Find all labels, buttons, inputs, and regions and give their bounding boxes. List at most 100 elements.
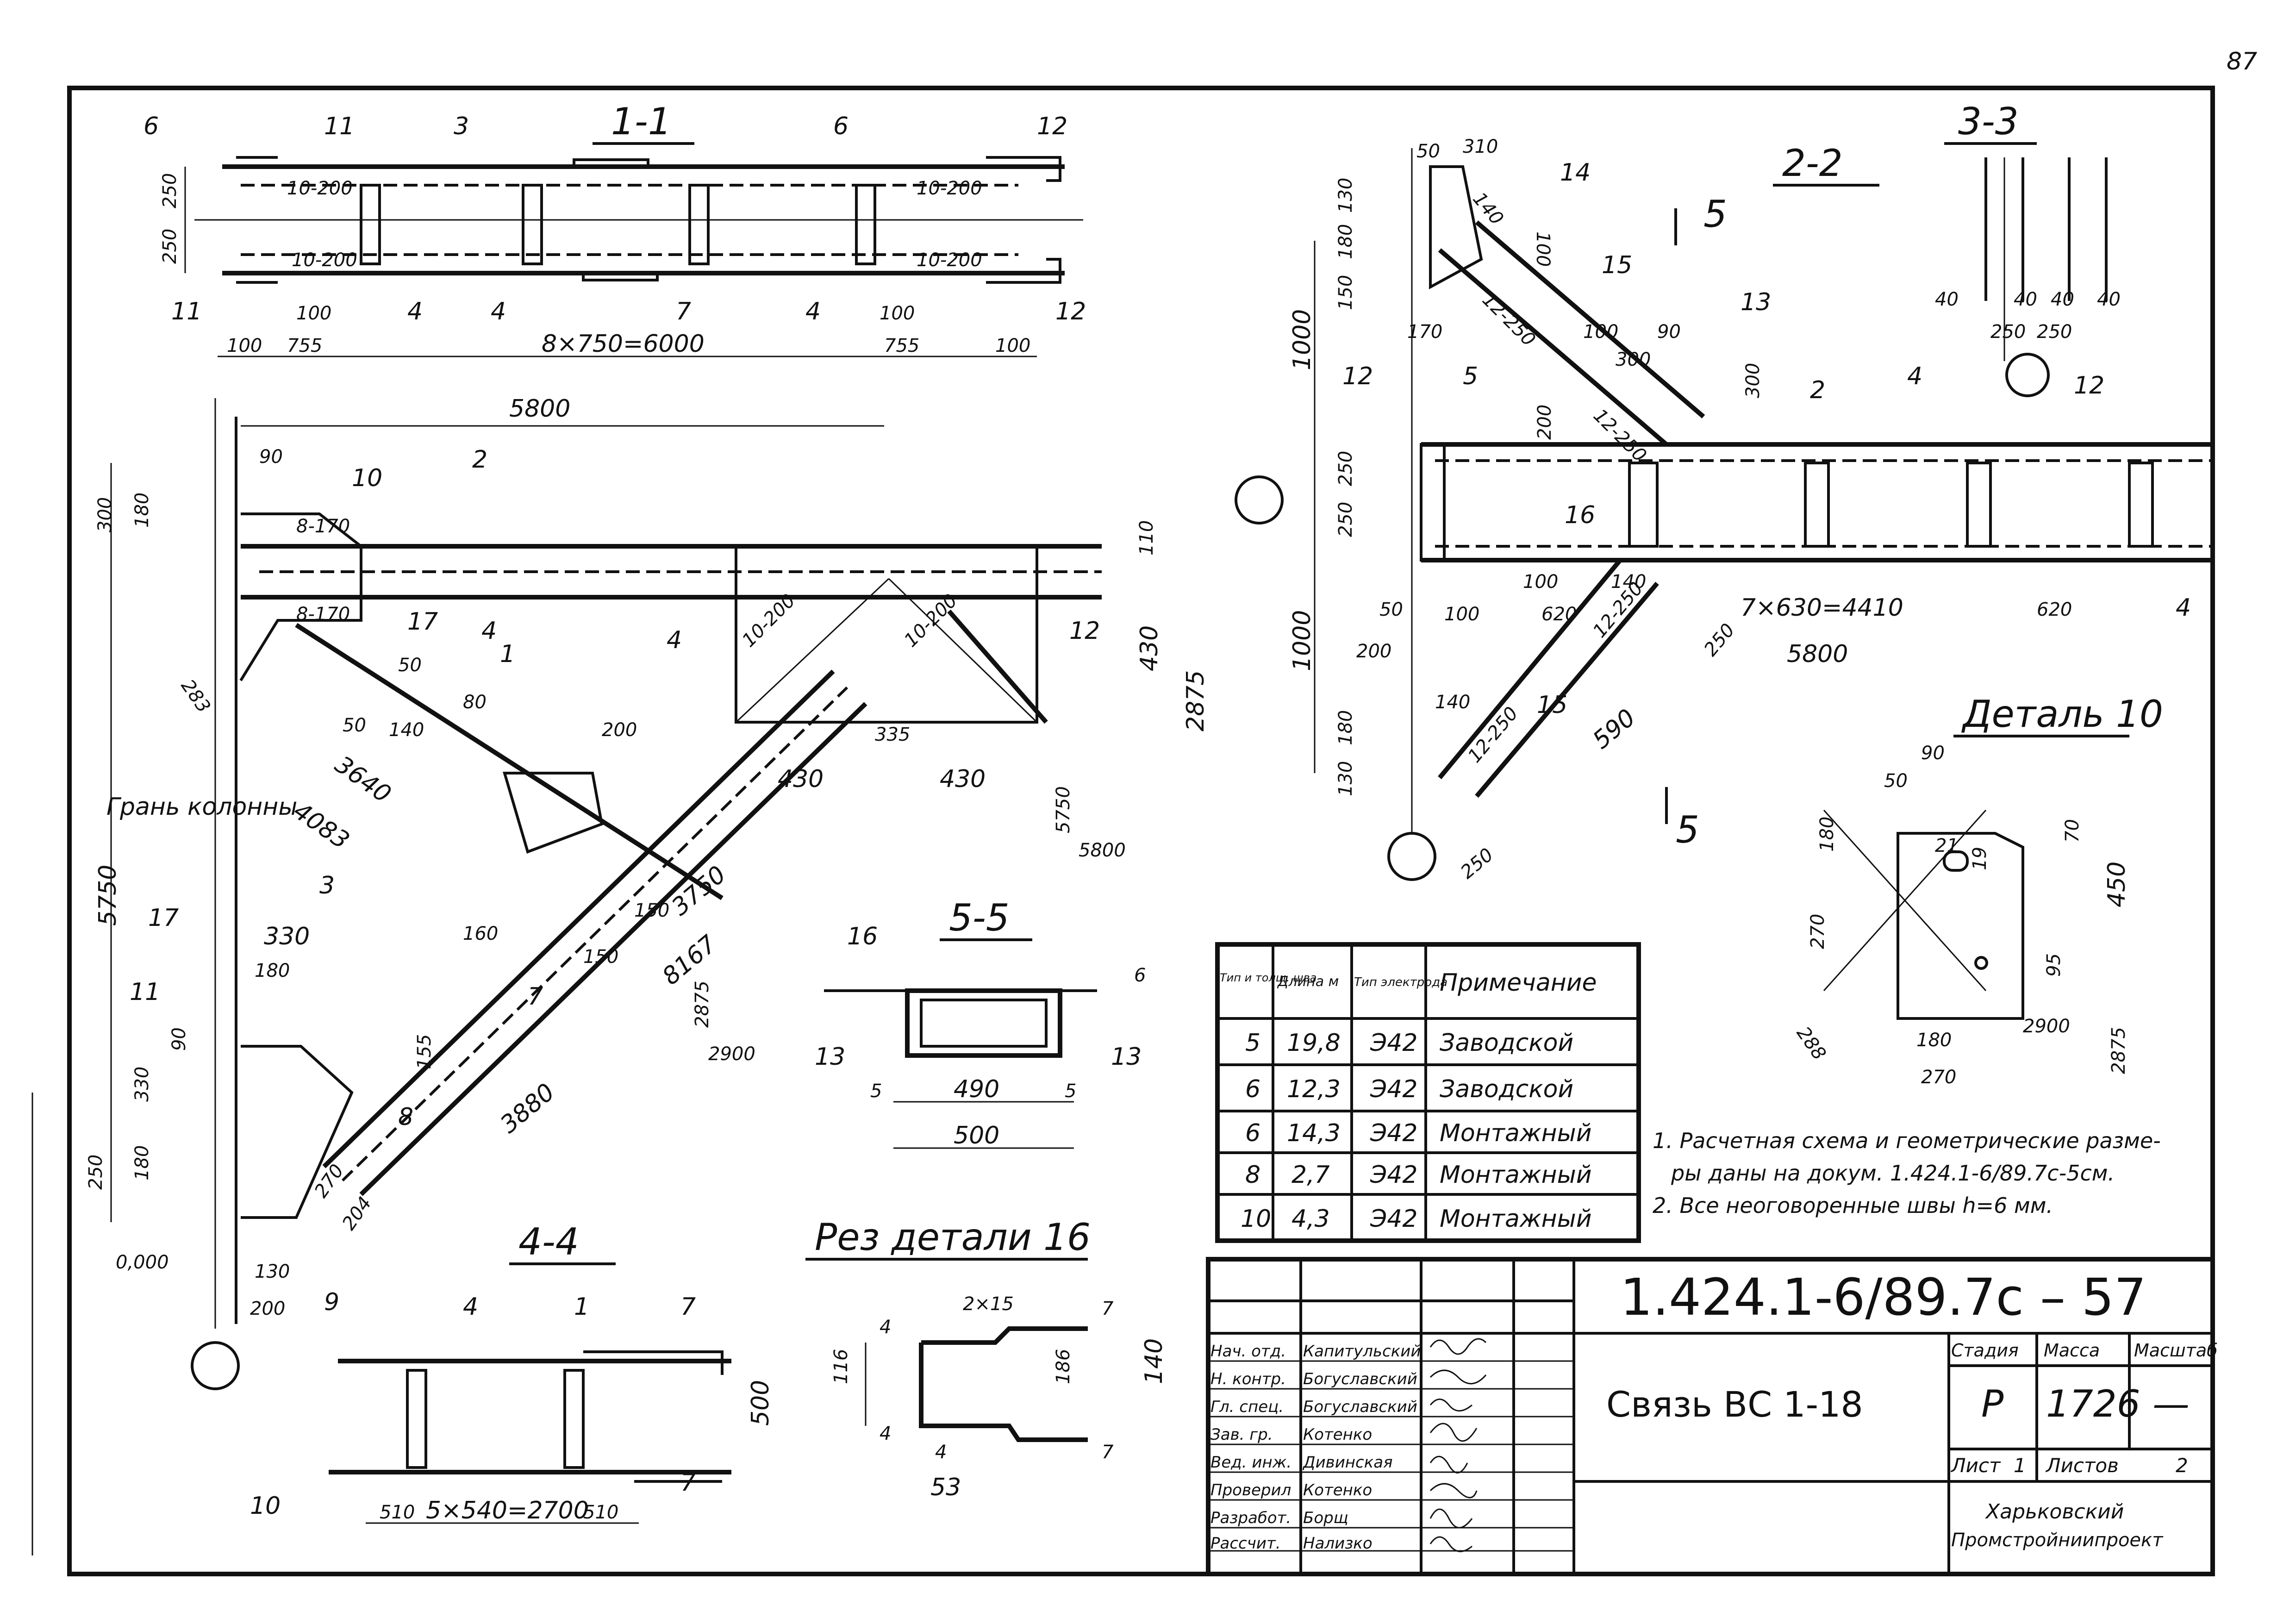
svg-text:40: 40 <box>2097 289 2121 310</box>
weld-row-length: 4,3 <box>1292 1205 1330 1233</box>
svg-text:130: 130 <box>1335 178 1356 213</box>
svg-text:150: 150 <box>634 900 669 921</box>
svg-text:250: 250 <box>1457 844 1497 883</box>
svg-text:Вед. инж.: Вед. инж. <box>1210 1453 1292 1472</box>
weld-row-note: Монтажный <box>1440 1205 1592 1233</box>
callout-6: 6 <box>833 112 849 140</box>
svg-text:200: 200 <box>1534 405 1555 440</box>
weld-table-header-type: Тип и толщ. шва <box>1220 971 1316 984</box>
svg-text:500: 500 <box>954 1122 999 1149</box>
svg-text:430: 430 <box>940 765 986 793</box>
callout-11: 11 <box>171 298 202 325</box>
svg-text:100: 100 <box>880 303 915 324</box>
svg-text:100: 100 <box>1444 604 1479 625</box>
svg-text:186: 186 <box>1053 1349 1074 1384</box>
cut-detail-16-title: Рез детали 16 <box>815 1216 1091 1259</box>
weld-table-header-electrode: Тип электрода <box>1354 975 1447 989</box>
weld-row-electrode: Э42 <box>1370 1075 1417 1103</box>
svg-text:500: 500 <box>747 1380 774 1426</box>
svg-text:330: 330 <box>131 1067 153 1102</box>
section-4-4-title: 4-4 <box>518 1220 579 1263</box>
svg-text:90: 90 <box>1921 743 1945 764</box>
weld-table: Тип и толщ. шва Длина м Тип электрода Пр… <box>1215 942 1641 1243</box>
callout-12: 12 <box>1342 362 1373 390</box>
svg-text:250: 250 <box>1335 502 1356 537</box>
callout-4: 4 <box>407 298 423 325</box>
note-line-1: 1. Расчетная схема и геометрические разм… <box>1653 1128 2161 1153</box>
svg-text:200: 200 <box>250 1298 285 1319</box>
detail-10: Деталь 10 50 90 21 19 70 180 450 270 95 … <box>1792 693 2163 1088</box>
callout-4: 4 <box>2176 594 2191 622</box>
mass-value: 1726 <box>2046 1382 2140 1425</box>
svg-text:140: 140 <box>389 719 424 741</box>
callout-13: 13 <box>815 1043 845 1071</box>
svg-text:288: 288 <box>1792 1023 1830 1064</box>
weld-row-length: 14,3 <box>1287 1119 1341 1147</box>
org-line-1: Харьковский <box>1985 1500 2124 1524</box>
svg-text:50: 50 <box>1416 141 1440 162</box>
callout-15: 15 <box>1537 691 1567 719</box>
callout-1: 1 <box>574 1293 589 1321</box>
svg-text:19: 19 <box>1969 847 1990 870</box>
svg-text:7: 7 <box>1102 1442 1114 1463</box>
svg-text:180: 180 <box>1335 224 1356 259</box>
svg-text:7×630=4410: 7×630=4410 <box>1741 594 1903 622</box>
notes: 1. Расчетная схема и геометрические разм… <box>1653 1128 2161 1218</box>
svg-text:70: 70 <box>2062 819 2083 843</box>
callout-3: 3 <box>319 872 335 899</box>
svg-text:5800: 5800 <box>1079 840 1126 861</box>
svg-text:116: 116 <box>830 1349 852 1384</box>
sheet-value: 1 <box>2014 1454 2026 1477</box>
sheet-frame <box>67 86 2215 1576</box>
svg-text:Борщ: Борщ <box>1303 1509 1348 1527</box>
svg-text:12-250: 12-250 <box>1478 289 1540 351</box>
callout-10: 10 <box>250 1492 281 1520</box>
callout-13: 13 <box>1111 1043 1142 1071</box>
svg-text:8×750=6000: 8×750=6000 <box>542 330 705 358</box>
weld-row-note: Заводской <box>1440 1029 1573 1057</box>
svg-text:204: 204 <box>338 1193 376 1234</box>
svg-text:Богуславский: Богуславский <box>1303 1398 1417 1416</box>
svg-text:2900: 2900 <box>708 1043 755 1065</box>
svg-text:0,000: 0,000 <box>116 1252 169 1273</box>
weld-row-electrode: Э42 <box>1370 1029 1417 1057</box>
title-block: Нач. отд. Капитульский Н. контр. Богусла… <box>1206 1257 2218 1576</box>
svg-text:10-200: 10-200 <box>917 178 982 199</box>
weld-row-type: 6 <box>1245 1075 1260 1103</box>
svg-text:5800: 5800 <box>1787 640 1848 668</box>
svg-text:430: 430 <box>1136 625 1163 671</box>
svg-text:5×540=2700: 5×540=2700 <box>426 1497 589 1524</box>
svg-text:50: 50 <box>343 715 366 736</box>
svg-text:90: 90 <box>259 446 283 468</box>
svg-text:3880: 3880 <box>495 1078 560 1139</box>
svg-text:95: 95 <box>2043 953 2065 977</box>
section-3-3: 3-3 40 40 40 40 250 250 <box>1935 100 2121 397</box>
svg-text:10-200: 10-200 <box>287 178 353 199</box>
weld-table-header-note: Примечание <box>1440 969 1597 997</box>
callout-11: 11 <box>324 112 355 140</box>
column-face-label: Грань колонны <box>106 793 297 821</box>
weld-row-electrode: Э42 <box>1370 1161 1417 1189</box>
svg-text:90: 90 <box>168 1027 190 1051</box>
callout-7: 7 <box>680 1469 696 1497</box>
svg-text:510: 510 <box>583 1502 618 1523</box>
svg-text:100: 100 <box>1523 571 1558 593</box>
svg-text:12-250: 12-250 <box>1589 405 1651 467</box>
svg-text:250: 250 <box>1335 451 1356 486</box>
detail-10-title: Деталь 10 <box>1961 693 2163 736</box>
svg-text:450: 450 <box>2103 862 2131 907</box>
callout-6: 6 <box>144 112 159 140</box>
callout-7: 7 <box>680 1293 696 1321</box>
svg-text:1000: 1000 <box>1288 610 1316 671</box>
svg-text:4: 4 <box>880 1317 891 1338</box>
callout-17: 17 <box>407 608 438 636</box>
svg-text:50: 50 <box>1884 770 1908 792</box>
svg-text:5800: 5800 <box>509 395 570 423</box>
svg-text:2875: 2875 <box>1182 670 1210 731</box>
svg-text:300: 300 <box>1616 349 1651 370</box>
svg-text:155: 155 <box>414 1034 435 1069</box>
weld-row-note: Монтажный <box>1440 1119 1592 1147</box>
svg-text:180: 180 <box>1916 1030 1952 1051</box>
svg-text:Проверил: Проверил <box>1210 1481 1291 1499</box>
